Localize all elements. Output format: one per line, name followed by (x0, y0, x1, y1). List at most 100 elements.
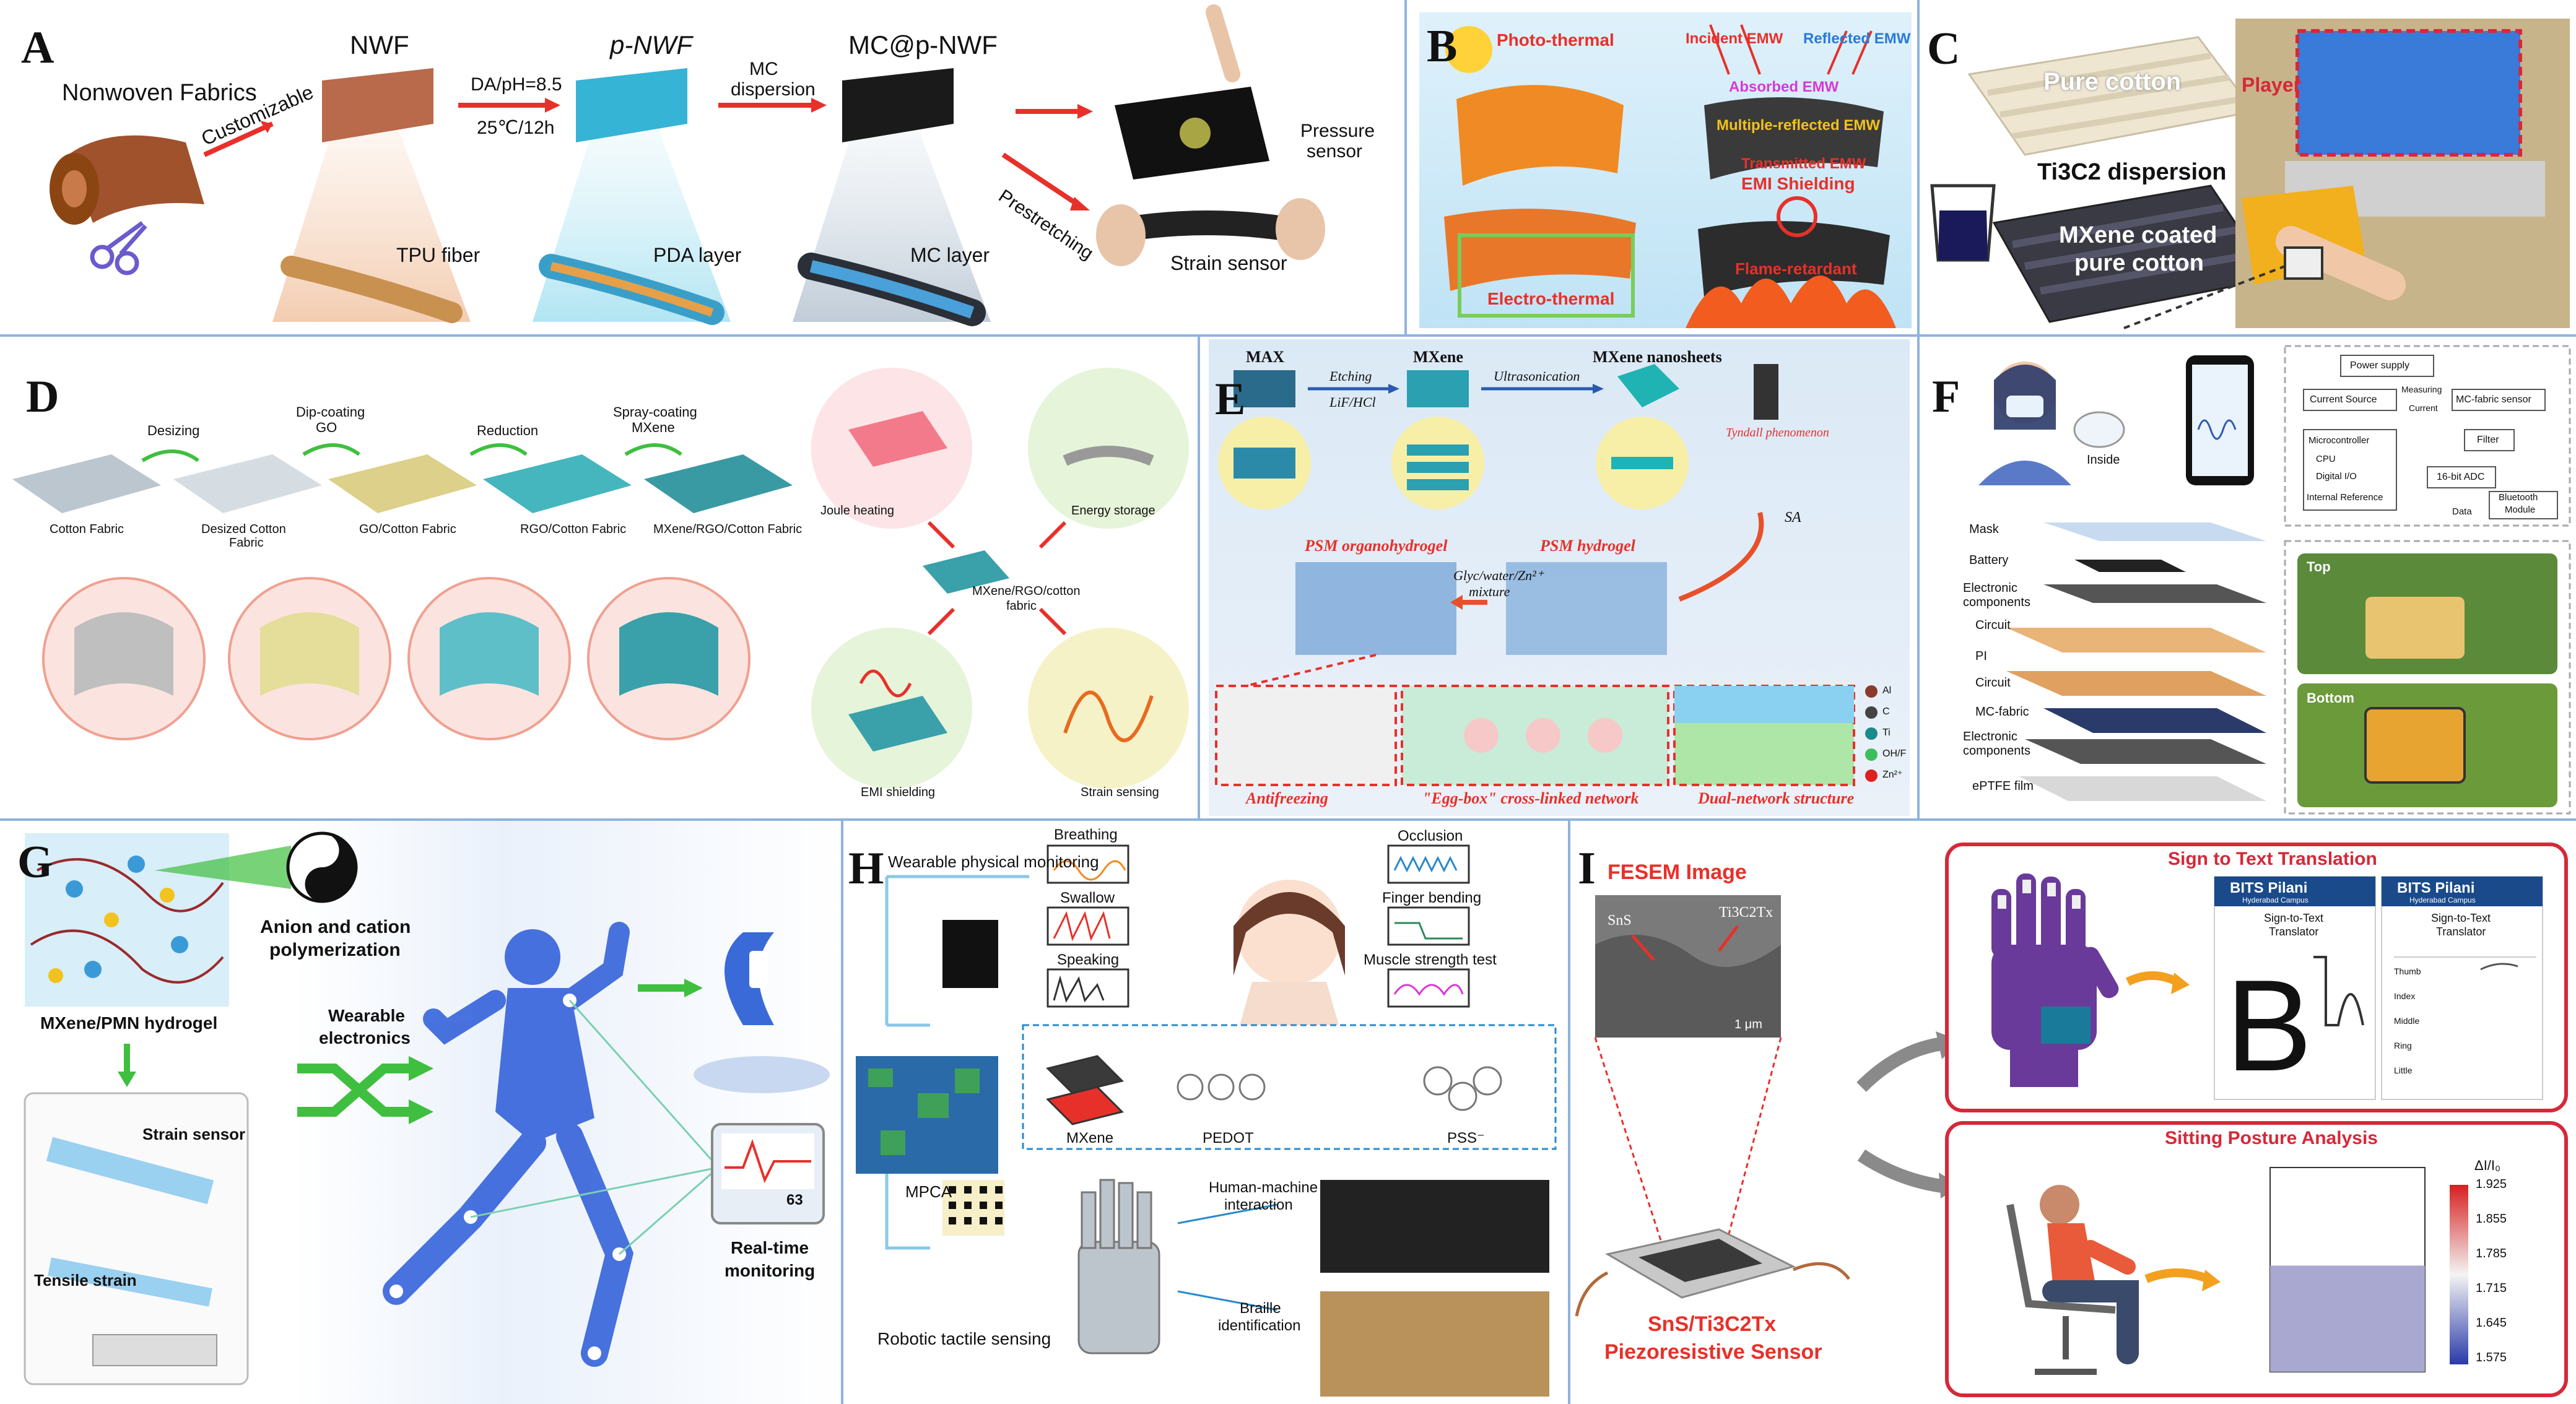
label-power: Power supply (2350, 360, 2410, 371)
label-pedot: PEDOT (1203, 1130, 1254, 1146)
panel-f: F Inside Power supply Current Source Mea… (1920, 337, 2576, 818)
panel-c: C Pure cotton Player Ti3C2 dispersion MX… (1920, 0, 2576, 334)
panel-e-graphics (1215, 364, 1855, 786)
colorbar-tick: 1.715 (2476, 1281, 2507, 1295)
label-bluetooth-2: Module (2505, 505, 2536, 515)
colorbar (2450, 1185, 2468, 1364)
label-center-1: MXene/RGO/cotton (972, 584, 1081, 598)
label-sensor-1: SnS/Ti3C2Tx (1648, 1312, 1777, 1336)
label-eptfe: ePTFE film (1972, 779, 2034, 793)
label-mxene: MXene (1066, 1130, 1114, 1146)
label-cpu: CPU (2316, 454, 2336, 464)
label-transmitted: Transmitted EMW (1741, 155, 1866, 172)
label-mpca: MPCA (905, 1182, 952, 1201)
label-reflected: Reflected EMW (1803, 30, 1911, 47)
label-elec-4: components (1963, 744, 2030, 758)
panel-label-g: G (17, 837, 53, 888)
label-energy: Energy storage (1071, 504, 1155, 518)
label-sign: Sign to Text Translation (2168, 849, 2377, 869)
label-s2t-2b: Translator (2436, 925, 2486, 938)
colorbar-tick: 1.785 (2476, 1247, 2507, 1260)
label-nanosheets: MXene nanosheets (1593, 348, 1722, 366)
label-tensile: Tensile strain (34, 1271, 137, 1289)
panel-label-e: E (1215, 374, 1246, 425)
panel-e: E MAX Etching LiF/HCl MXene Ultrasonicat… (1209, 339, 1910, 816)
col-separator-ab (1404, 0, 1407, 334)
label-braille-1: Braille (1240, 1300, 1281, 1317)
panel-a-graphics (50, 4, 1325, 326)
panel-label-c: C (1927, 24, 1960, 74)
panel-h: H Wearab (843, 821, 1568, 1404)
label-hmi-1: Human-machine (1209, 1179, 1318, 1196)
label-mcpnwf: MC@p-NWF (848, 30, 998, 59)
label-psmh: PSM hydrogel (1540, 537, 1635, 555)
colorbar-tick: 1.925 (2476, 1177, 2507, 1191)
posture-level-fill (2270, 1265, 2425, 1372)
label-dipcoat-2: GO (316, 420, 337, 435)
label-pressure-1: Pressure (1300, 121, 1375, 141)
label-pss: PSS⁻ (1447, 1130, 1485, 1146)
label-max: MAX (1246, 348, 1285, 366)
label-sa: SA (1785, 509, 1801, 526)
label-braille-2: identification (1218, 1317, 1301, 1334)
panel-label-f: F (1932, 371, 1960, 422)
legend-dot-c (1865, 706, 1878, 719)
label-strain: Strain sensor (1170, 252, 1287, 274)
label-finger: Finger bending (1382, 890, 1482, 906)
label-coated-2: pure cotton (2074, 250, 2204, 276)
label-measuring: Measuring (2401, 384, 2442, 394)
panel-c-graphics (1930, 19, 2570, 329)
robot-hand-icon (1077, 1179, 1160, 1354)
label-muscle: Muscle strength test (1364, 951, 1497, 968)
panel-b-graphics (1444, 24, 1896, 328)
label-photothermal: Photo-thermal (1497, 30, 1614, 50)
label-internal: Internal Reference (2307, 492, 2383, 503)
legend-ohf: OH/F (1882, 748, 1907, 759)
label-reduction: Reduction (477, 423, 539, 438)
label-pi: PI (1975, 649, 1987, 663)
col-separator-gh (841, 821, 843, 1404)
label-elec-1: Electronic (1963, 581, 2017, 595)
scissors-icon (90, 221, 147, 275)
panel-g-graphics (24, 831, 830, 1385)
label-s2t-2a: Sign-to-Text (2431, 912, 2491, 924)
label-dual: Dual-network structure (1698, 789, 1855, 807)
label-mclayer: MC layer (910, 244, 990, 266)
label-hr: 63 (786, 1192, 803, 1208)
colorbar-ticks: 1.925 1.855 1.785 1.715 1.645 1.575 (2476, 1177, 2507, 1385)
panel-i: I (1570, 821, 2576, 1404)
mcpnwf-fabric (842, 68, 954, 142)
label-bits-1: BITS Pilani (2230, 880, 2308, 896)
finger-little: Little (2394, 1065, 2413, 1075)
label-top: Top (2307, 559, 2331, 574)
colorbar-tick: 1.575 (2476, 1351, 2507, 1364)
legend-dot-zn (1865, 769, 1878, 782)
label-mcfabric: MC-fabric (1975, 705, 2029, 719)
legend-dot-al (1865, 685, 1878, 698)
tpu-fiber (281, 256, 463, 323)
label-desizing: Desizing (147, 423, 200, 438)
seated-person-icon (2006, 1185, 2139, 1375)
col-separator-bc (1917, 0, 1920, 334)
label-desized-2: Fabric (229, 536, 264, 550)
label-di: ΔI/I₀ (2474, 1158, 2501, 1173)
label-realtime-1: Real-time (731, 1238, 809, 1257)
sensor-patch (942, 920, 998, 988)
label-mcsensor: MC-fabric sensor (2456, 394, 2531, 405)
label-organo: PSM organohydrogel (1305, 537, 1448, 555)
label-coated-1: MXene coated (2059, 222, 2217, 248)
label-scale: 1 μm (1734, 1018, 1762, 1031)
label-pda: PDA layer (653, 244, 742, 266)
label-filter: Filter (2477, 435, 2499, 445)
label-wearable: Wearable physical monitoring (888, 852, 1099, 871)
label-bits-2: BITS Pilani (2397, 880, 2475, 896)
label-multiple: Multiple-reflected EMW (1717, 117, 1881, 134)
strain-sensor-strip (1127, 210, 1288, 241)
label-mxene: MXene (1413, 348, 1463, 366)
panel-d: D Desizing Dip-coat (0, 337, 1198, 818)
label-rgocotton: RGO/Cotton Fabric (520, 522, 627, 536)
label-player: Player (2242, 74, 2302, 96)
label-electro: Electro-thermal (1487, 289, 1615, 308)
label-fesem: FESEM Image (1608, 860, 1747, 884)
label-sensor-2: Piezoresistive Sensor (1604, 1340, 1822, 1364)
